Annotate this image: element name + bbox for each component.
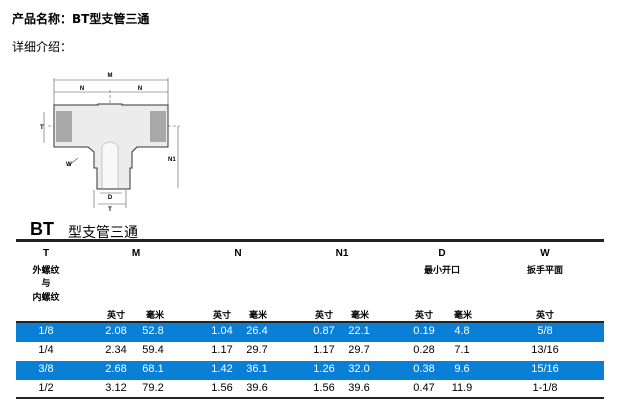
table-cell: 2.68: [105, 363, 127, 375]
table-cell: 22.1: [348, 325, 370, 337]
unit-mm: 毫米: [453, 311, 473, 321]
dim-m-label: M: [108, 73, 113, 79]
table-cell: 68.1: [142, 363, 164, 375]
unit-mm: 毫米: [248, 311, 268, 321]
divider: [16, 321, 604, 323]
table-cell: 15/16: [531, 363, 559, 375]
table-cell: 1-1/8: [532, 382, 558, 394]
unit-inch: 英寸: [314, 311, 334, 321]
table-row: 1/2 3.12 79.2 1.56 39.6 1.56 39.6 0.47 11.9 1-1/8: [16, 380, 604, 399]
unit-inch: 英寸: [414, 311, 434, 321]
unit-inch: 英寸: [106, 311, 126, 321]
table-cell: 32.0: [348, 363, 370, 375]
table-cell: 1.17: [313, 344, 335, 356]
dim-w-label: W: [66, 162, 72, 168]
table-cell: 0.47: [413, 382, 435, 394]
dim-n1-label: N1: [168, 157, 176, 163]
unit-mm: 毫米: [145, 311, 165, 321]
table-cell: 1.56: [211, 382, 233, 394]
table-cell: 3.12: [105, 382, 127, 394]
intro-label: 详细介绍：: [12, 40, 73, 54]
product-title: 产品名称：BT型支管三通: [12, 12, 150, 26]
table-cell: 0.19: [413, 325, 435, 337]
table-cell: 52.8: [142, 325, 164, 337]
table-cell: 36.1: [246, 363, 268, 375]
table-cell: 39.6: [348, 382, 370, 394]
table-cell: 0.38: [413, 363, 435, 375]
dim-t-label: T: [40, 125, 44, 131]
table-title-code: BT: [30, 219, 54, 239]
header-d: D: [438, 248, 446, 259]
dim-d-label: D: [108, 195, 113, 201]
header-t-sub: 内螺纹: [32, 293, 60, 303]
dim-n-label: N: [138, 86, 142, 92]
table-cell: 59.4: [142, 344, 164, 356]
dim-t-label: T: [108, 207, 112, 213]
header-w-sub: 扳手平面: [526, 266, 564, 276]
table-cell: 0.87: [313, 325, 335, 337]
table-cell: 1/2: [38, 382, 54, 394]
table-row: 1/4 2.34 59.4 1.17 29.7 1.17 29.7 0.28 7.1 13/16: [16, 342, 604, 361]
header-t: T: [42, 248, 50, 259]
header-w: W: [540, 248, 550, 259]
table-cell: 1.04: [211, 325, 233, 337]
table-cell: 1.42: [211, 363, 233, 375]
table-cell: 1/4: [38, 344, 54, 356]
table-row: 1/8 2.08 52.8 1.04 26.4 0.87 22.1 0.19 4.8 5/8: [16, 323, 604, 342]
table-cell: 1.17: [211, 344, 233, 356]
unit-inch: 英寸: [212, 311, 232, 321]
table-cell: 13/16: [531, 344, 559, 356]
table-cell: 0.28: [413, 344, 435, 356]
unit-inch: 英寸: [535, 311, 555, 321]
table-cell: 29.7: [348, 344, 370, 356]
table-cell: 39.6: [246, 382, 268, 394]
bt-tee-diagram: M N N T W N1 D T: [40, 73, 180, 213]
header-d-sub: 最小开口: [423, 266, 461, 276]
table-cell: 79.2: [142, 382, 164, 394]
table-cell: 7.1: [454, 344, 470, 356]
divider: [16, 397, 604, 399]
table-title-name: 型支管三通: [68, 225, 138, 241]
unit-mm: 毫米: [350, 311, 370, 321]
table-cell: 9.6: [454, 363, 470, 375]
divider: [16, 239, 604, 242]
table-cell: 1.56: [313, 382, 335, 394]
header-m: M: [131, 248, 141, 259]
table-cell: 2.08: [105, 325, 127, 337]
table-cell: 5/8: [537, 325, 553, 337]
table-cell: 4.8: [454, 325, 470, 337]
table-cell: 1/8: [38, 325, 54, 337]
table-cell: 29.7: [246, 344, 268, 356]
header-n: N: [234, 248, 242, 259]
dim-n-label: N: [80, 86, 84, 92]
table-cell: 2.34: [105, 344, 127, 356]
table-row: 3/8 2.68 68.1 1.42 36.1 1.26 32.0 0.38 9.6 15/16: [16, 361, 604, 380]
table-cell: 3/8: [38, 363, 54, 375]
table-cell: 26.4: [246, 325, 268, 337]
table-cell: 11.9: [451, 382, 473, 394]
header-t-sub: 外螺纹: [32, 266, 60, 276]
header-n1: N1: [335, 248, 349, 259]
header-t-sub: 与: [41, 279, 51, 289]
table-cell: 1.26: [313, 363, 335, 375]
